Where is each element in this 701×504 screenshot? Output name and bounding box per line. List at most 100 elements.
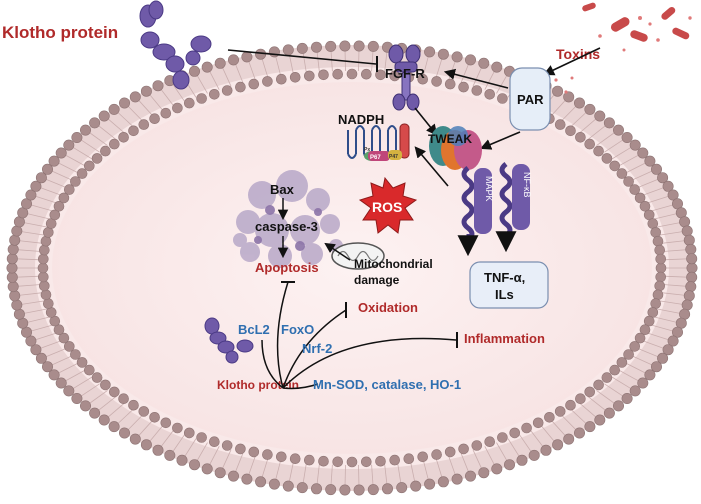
nadph-px-label: Px [364, 147, 370, 153]
lipid-tail [661, 292, 686, 296]
lipid-head-outer [410, 480, 422, 492]
lipid-tail [579, 117, 598, 134]
tweak-icon [429, 126, 482, 170]
lipid-head-inner [484, 436, 496, 448]
lipid-head-outer [573, 427, 585, 439]
lipid-head-inner [652, 289, 664, 301]
lipid-head-outer [637, 377, 649, 389]
nadph-red-subunit [399, 123, 410, 159]
lipid-tail [663, 258, 688, 261]
lipid-head-outer [176, 454, 188, 466]
lipid-head-inner [42, 227, 54, 238]
lipid-head-inner [76, 168, 88, 179]
lipid-tail [221, 65, 232, 87]
lipid-tail [330, 464, 333, 487]
lipid-head-outer [679, 216, 691, 228]
lipid-head-inner [458, 443, 469, 455]
lipid-tail [646, 195, 670, 204]
lipid-head-outer [282, 480, 294, 492]
lipid-head-outer [584, 421, 596, 433]
lipid-head-inner [128, 399, 139, 411]
lipid-head-inner [209, 436, 220, 448]
lipid-tail [371, 464, 374, 487]
lipid-head-inner [584, 386, 596, 398]
lipid-head-inner [262, 449, 273, 460]
lipid-head-outer [89, 117, 101, 129]
lipid-head-outer [650, 163, 662, 175]
lipid-head-outer [201, 61, 213, 73]
lipid-tail [88, 131, 108, 146]
lipid-head-outer [612, 124, 624, 136]
lipid-head-inner [360, 68, 372, 80]
lipid-head-outer [657, 352, 669, 364]
lipid-head-outer [683, 234, 695, 246]
lipid-tail [661, 240, 686, 244]
lipid-head-outer [214, 467, 226, 479]
lipid-tail [618, 154, 640, 167]
lipid-head-inner [196, 93, 207, 104]
lipid-head-outer [310, 41, 322, 53]
lipid-tail [64, 369, 86, 382]
lipid-head-inner [84, 364, 95, 376]
lipid-head-outer [381, 483, 393, 495]
lipid-head-outer [241, 473, 253, 485]
lipid-tail [137, 99, 154, 117]
lipid-head-inner [417, 73, 429, 85]
lipid-head-inner [375, 455, 386, 467]
lipid-head-outer [255, 476, 267, 488]
lipid-head-outer [140, 85, 152, 97]
lipid-tail [570, 111, 588, 128]
lipid-tail [16, 258, 41, 261]
lipid-head-outer [424, 46, 436, 58]
nadph-p67-label: P67 [370, 155, 381, 161]
ros-label: ROS [372, 199, 402, 215]
klotho-top-label: Klotho protein [2, 23, 118, 42]
lipid-head-outer [594, 414, 606, 426]
lipid-head-inner [643, 315, 655, 327]
lipid-head-inner [37, 271, 49, 283]
lipid-head-inner [655, 253, 667, 265]
lipid-head-inner [609, 160, 621, 172]
lipid-tail [631, 170, 654, 181]
lipid-head-inner [544, 411, 555, 423]
lipid-head-inner [172, 422, 183, 434]
lipid-head-outer [563, 91, 575, 103]
lipid-head-outer [662, 180, 674, 192]
lipid-head-inner [184, 97, 195, 109]
lipid-head-inner [221, 440, 233, 451]
lipid-head-outer [25, 335, 37, 347]
lipid-tail [625, 362, 647, 374]
lipid-tail [646, 332, 670, 341]
lipid-tail [274, 54, 282, 77]
lipid-head-outer [20, 198, 32, 210]
lipid-head-inner [521, 422, 532, 434]
lipid-head-outer [228, 470, 240, 482]
klotho-inhibits-fgfr-line [227, 49, 377, 65]
par-to-tweak-arrow [479, 131, 521, 150]
lipid-head-inner [289, 453, 301, 465]
lipid-head-outer [214, 57, 226, 69]
lipid-head-inner [76, 357, 88, 368]
foxo-label: FoxO [281, 322, 314, 337]
caspase-label: caspase-3 [255, 219, 318, 234]
lipid-head-outer [594, 110, 606, 122]
lipid-tail [397, 462, 402, 485]
lipid-tail [23, 308, 47, 314]
lipid-tail [274, 459, 282, 482]
lipid-head-inner [601, 153, 613, 164]
lipid-head-inner [37, 253, 49, 265]
lipid-head-outer [667, 335, 679, 347]
lipid-tail [540, 424, 556, 443]
line-to-oxidation [282, 309, 347, 389]
lipid-head-outer [80, 124, 92, 136]
lipid-head-inner [109, 386, 120, 398]
lipid-head-outer [491, 61, 503, 73]
lipid-head-outer [353, 484, 365, 496]
lipid-tail [148, 93, 164, 112]
lipid-tail [384, 463, 388, 486]
lipid-head-outer [437, 476, 449, 488]
lipid-head-inner [601, 372, 613, 383]
apoptosis-cluster: Bax caspase-3 Apoptosis [233, 170, 343, 275]
lipid-head-outer [98, 414, 110, 426]
lipid-head-inner [471, 440, 483, 451]
